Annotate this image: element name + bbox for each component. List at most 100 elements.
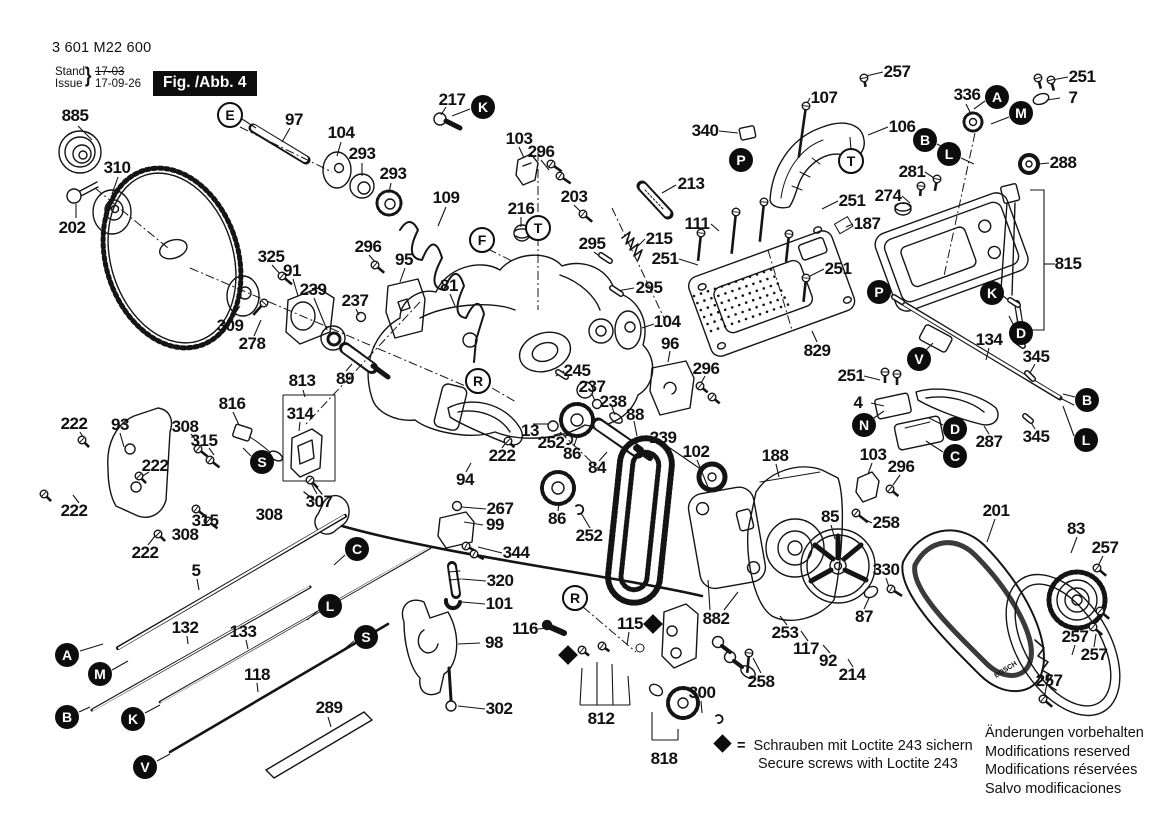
washer-13 bbox=[547, 420, 559, 432]
note-en: Modifications reserved bbox=[985, 743, 1131, 760]
callout-d: D bbox=[1009, 321, 1033, 345]
part-label-213: 213 bbox=[677, 174, 705, 193]
part-label-85: 85 bbox=[821, 507, 839, 526]
part-label-308: 308 bbox=[171, 525, 199, 544]
bracket-98 bbox=[401, 599, 458, 696]
part-label-251: 251 bbox=[1068, 67, 1096, 86]
part-label-98: 98 bbox=[485, 633, 503, 652]
part-label-215: 215 bbox=[645, 229, 673, 248]
part-label-94: 94 bbox=[456, 470, 474, 489]
part-label-274: 274 bbox=[874, 186, 902, 205]
part-label-222: 222 bbox=[60, 501, 88, 520]
washer-104b bbox=[614, 310, 642, 350]
part-label-4: 4 bbox=[853, 393, 863, 412]
flange-885 bbox=[58, 130, 102, 174]
part-label-99: 99 bbox=[486, 515, 504, 534]
clip-252a bbox=[564, 434, 574, 445]
callout-r-outline: R bbox=[562, 585, 588, 611]
clip-340 bbox=[738, 125, 757, 141]
part-label-296: 296 bbox=[354, 237, 382, 256]
part-label-295: 295 bbox=[578, 234, 606, 253]
part-label-106: 106 bbox=[888, 117, 916, 136]
cover-93 bbox=[107, 407, 173, 518]
callout-d: D bbox=[943, 417, 967, 441]
part-label-829: 829 bbox=[803, 341, 831, 360]
legend: =Schrauben mit Loctite 243 sichern Secur… bbox=[713, 734, 973, 773]
modification-notes: Änderungen vorbehalten Modifications res… bbox=[985, 724, 1144, 798]
part-label-813: 813 bbox=[288, 371, 316, 390]
callout-r-outline: R bbox=[465, 368, 491, 394]
doc-header: 3 601 M22 600 bbox=[52, 40, 151, 56]
part-label-315: 315 bbox=[190, 431, 218, 450]
issue-date: 17-09-26 bbox=[95, 78, 142, 90]
part-label-116: 116 bbox=[512, 619, 538, 638]
part-label-289: 289 bbox=[315, 698, 343, 717]
callout-t-outline: T bbox=[525, 215, 551, 241]
part-label-187: 187 bbox=[853, 214, 881, 233]
housing-81 bbox=[367, 254, 654, 439]
plate-812 bbox=[635, 603, 756, 679]
clip-252b bbox=[575, 504, 585, 515]
bushing-293b bbox=[375, 189, 403, 217]
part-label-117: 117 bbox=[793, 639, 819, 658]
part-label-345: 345 bbox=[1022, 427, 1050, 446]
part-label-91: 91 bbox=[283, 261, 301, 280]
part-label-86: 86 bbox=[563, 444, 581, 463]
part-label-278: 278 bbox=[238, 334, 266, 353]
sprocket-86b bbox=[540, 470, 576, 506]
part-label-222: 222 bbox=[60, 414, 88, 433]
part-label-103: 103 bbox=[859, 445, 887, 464]
callout-s: S bbox=[250, 450, 274, 474]
callout-k: K bbox=[980, 281, 1004, 305]
rod-213 bbox=[636, 180, 674, 220]
part-label-104: 104 bbox=[653, 312, 681, 331]
callout-n: N bbox=[852, 413, 876, 437]
chain-88 bbox=[605, 435, 675, 606]
part-label-102: 102 bbox=[682, 442, 710, 461]
part-label-287: 287 bbox=[975, 432, 1003, 451]
part-label-257: 257 bbox=[1061, 627, 1089, 646]
part-label-109: 109 bbox=[432, 188, 460, 207]
bushing-293a bbox=[349, 173, 375, 199]
part-label-882: 882 bbox=[702, 609, 730, 628]
arm-287 bbox=[915, 388, 999, 426]
part-label-216: 216 bbox=[507, 199, 535, 218]
part-label-134: 134 bbox=[975, 330, 1003, 349]
upper-housing bbox=[874, 192, 1029, 312]
part-label-320: 320 bbox=[486, 571, 514, 590]
part-label-237: 237 bbox=[341, 291, 369, 310]
screw-302 bbox=[445, 666, 457, 712]
callout-c: C bbox=[345, 537, 369, 561]
bracket-99 bbox=[437, 511, 475, 549]
callout-e-outline: E bbox=[217, 102, 243, 128]
part-label-885: 885 bbox=[61, 106, 89, 125]
flange-310 bbox=[92, 189, 132, 235]
part-label-257: 257 bbox=[1080, 645, 1108, 664]
pin-116 bbox=[541, 619, 567, 636]
part-label-330: 330 bbox=[872, 560, 900, 579]
part-label-295: 295 bbox=[635, 278, 663, 297]
stand-label: Stand bbox=[55, 66, 86, 78]
callout-l: L bbox=[1074, 428, 1098, 452]
grommet-101 bbox=[443, 598, 462, 611]
washer-7 bbox=[1032, 92, 1050, 106]
part-label-296: 296 bbox=[527, 142, 555, 161]
callout-v: V bbox=[133, 755, 157, 779]
shaft-89 bbox=[339, 342, 391, 380]
callout-m: M bbox=[88, 662, 112, 686]
wheel-85 bbox=[800, 528, 876, 604]
part-label-104: 104 bbox=[327, 123, 355, 142]
part-label-344: 344 bbox=[502, 543, 530, 562]
saw-blade bbox=[100, 165, 244, 351]
part-label-133: 133 bbox=[229, 622, 257, 641]
nut-237a bbox=[355, 311, 367, 323]
part-label-309: 309 bbox=[216, 316, 244, 335]
brace-glyph: } bbox=[84, 64, 92, 87]
part-label-293: 293 bbox=[379, 164, 407, 183]
gear-336 bbox=[962, 111, 984, 133]
bolt-202 bbox=[66, 181, 99, 204]
callout-p: P bbox=[867, 280, 891, 304]
rod-5 bbox=[116, 514, 347, 650]
part-label-95: 95 bbox=[395, 250, 413, 269]
